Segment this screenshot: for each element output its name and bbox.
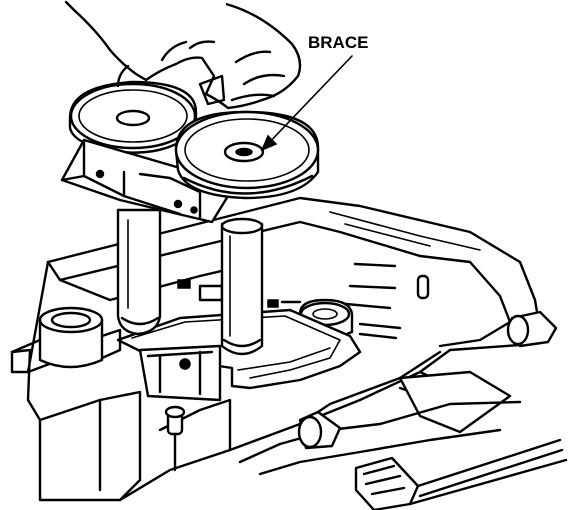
brace: [60, 80, 320, 224]
brace-label: BRACE: [308, 33, 368, 52]
left-piston: [116, 208, 162, 336]
electrical-connector: [354, 438, 568, 510]
left-boss: [38, 306, 122, 369]
right-mount: [506, 310, 558, 348]
right-piston: [220, 217, 264, 356]
callout-leader-line: [263, 55, 353, 149]
bottom-stud: [164, 405, 186, 472]
brace-callout: BRACE: [260, 33, 368, 152]
hand: [64, 0, 302, 110]
lower-mount: [297, 410, 342, 450]
callout-arrowhead: [260, 134, 278, 152]
